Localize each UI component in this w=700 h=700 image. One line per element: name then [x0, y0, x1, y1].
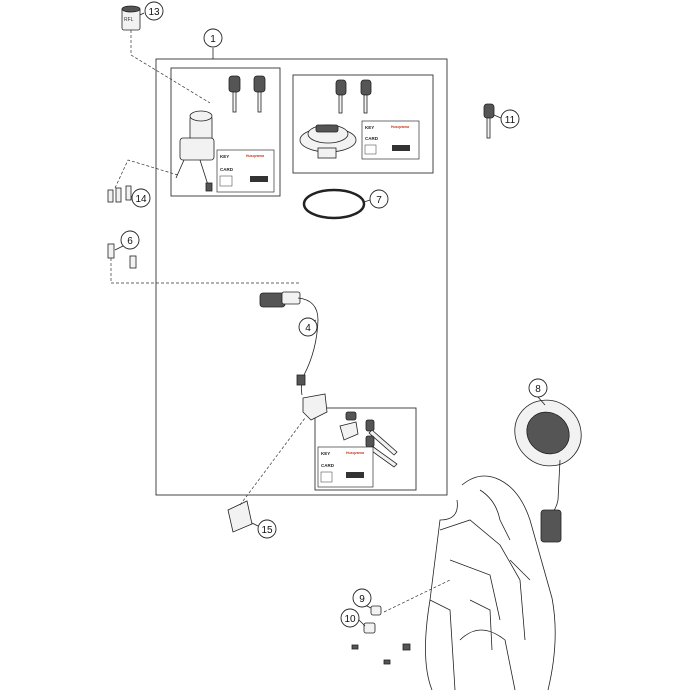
ignition-lock-icon	[175, 110, 215, 192]
svg-text:7: 7	[376, 195, 382, 206]
cap-label: RFL	[124, 17, 134, 23]
svg-text:9: 9	[359, 594, 365, 605]
grommet-icon	[363, 605, 382, 634]
callout-14: 14	[131, 188, 151, 208]
callout-1: 1	[203, 28, 223, 48]
callout-8: 8	[528, 378, 548, 398]
key-card-brand: Husqvarna	[246, 154, 264, 158]
callout-6: 6	[120, 230, 140, 250]
svg-text:1: 1	[210, 34, 216, 45]
svg-text:13: 13	[148, 7, 160, 18]
bracket-icon	[227, 500, 253, 533]
key-card-subtitle: CARD	[321, 463, 335, 468]
seat-lock-box	[314, 407, 417, 491]
callout-4: 4	[298, 317, 318, 337]
ignition-lock-box	[170, 67, 281, 197]
callout-7: 7	[369, 189, 389, 209]
key-icon	[360, 79, 372, 114]
bolt-icon	[107, 185, 132, 203]
svg-text:4: 4	[305, 323, 311, 334]
seat-lock-cable-icon	[259, 291, 319, 396]
svg-text:8: 8	[535, 384, 541, 395]
kit-frame	[155, 58, 448, 496]
key-icon	[483, 103, 495, 139]
tank-frame-icon	[425, 475, 556, 691]
key-card-title: KEY	[365, 125, 374, 130]
leader-8	[537, 396, 546, 406]
svg-text:6: 6	[127, 236, 133, 247]
fuel-cap-icon	[299, 124, 357, 159]
key-card-brand: Husqvarna	[346, 451, 364, 455]
callout-9: 9	[352, 588, 372, 608]
key-icon	[228, 75, 241, 113]
svg-text:11: 11	[505, 115, 516, 126]
o-ring	[302, 188, 366, 220]
leader-6	[110, 258, 300, 284]
key-card: KEY Husqvarna CARD	[216, 149, 275, 193]
key-card-brand: Husqvarna	[391, 125, 409, 129]
leader-15	[239, 417, 306, 506]
callout-11: 11	[500, 109, 520, 129]
callout-15: 15	[257, 519, 277, 539]
key-icon	[335, 79, 347, 114]
seat-lock-icon	[339, 411, 359, 441]
svg-text:10: 10	[344, 614, 356, 625]
key-icon	[253, 75, 266, 113]
key-card-subtitle: CARD	[220, 167, 234, 172]
key-card: KEY Husqvarna CARD	[361, 120, 420, 160]
svg-text:14: 14	[135, 194, 147, 205]
leader-11	[493, 114, 502, 119]
leader-10	[358, 619, 366, 627]
seat-lock-bracket-icon	[302, 393, 328, 421]
leader-7	[363, 199, 371, 203]
screw-icon	[351, 643, 411, 665]
leader-9	[383, 579, 451, 613]
leader-15b	[251, 522, 259, 527]
fuel-pump-icon	[514, 399, 582, 543]
leader-14	[114, 159, 179, 189]
leader-6b	[114, 245, 124, 251]
key-card-subtitle: CARD	[365, 136, 379, 141]
key-card-title: KEY	[220, 154, 229, 159]
fuel-cap-box	[292, 74, 434, 174]
key-card-title: KEY	[321, 451, 330, 456]
key-card: KEY Husqvarna CARD	[317, 446, 374, 488]
key-icon	[365, 419, 398, 456]
callout-13: 13	[144, 1, 164, 21]
leader-13	[130, 30, 211, 104]
svg-text:15: 15	[261, 525, 273, 536]
cap-icon: RFL	[121, 5, 141, 31]
callout-10: 10	[340, 608, 360, 628]
leader-13b	[139, 12, 145, 16]
